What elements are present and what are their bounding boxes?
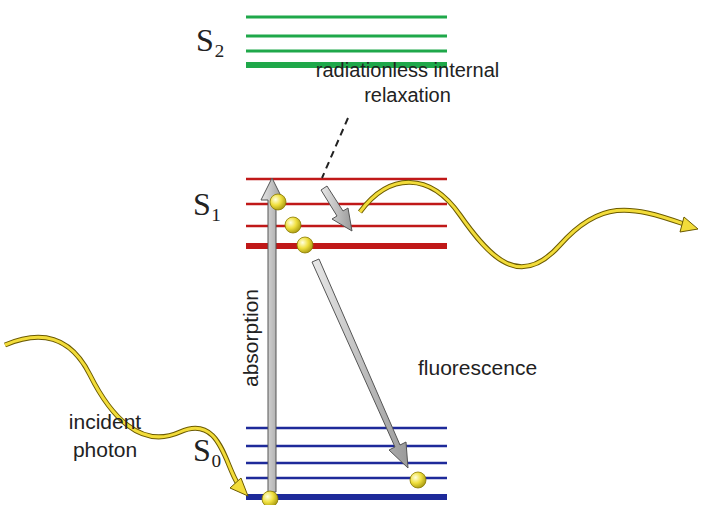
emission-arrow	[312, 259, 408, 468]
fluorescence-wave	[360, 182, 698, 266]
level-label: S₀	[193, 432, 243, 469]
emission-label: fluorescence	[418, 356, 578, 380]
electron-balls	[262, 194, 426, 505]
process-label: radiationless internal relaxation	[315, 58, 500, 108]
transition-label: absorption	[239, 289, 263, 387]
leader-line	[322, 118, 348, 178]
photon-label: incident photon	[40, 408, 170, 464]
absorption-arrow	[261, 178, 283, 492]
level-label: S₂	[196, 22, 246, 59]
incident-photon-wave	[5, 337, 248, 496]
relaxation-arrow	[321, 186, 352, 231]
level-label: S₁	[193, 186, 243, 223]
s2-levels	[246, 17, 447, 65]
